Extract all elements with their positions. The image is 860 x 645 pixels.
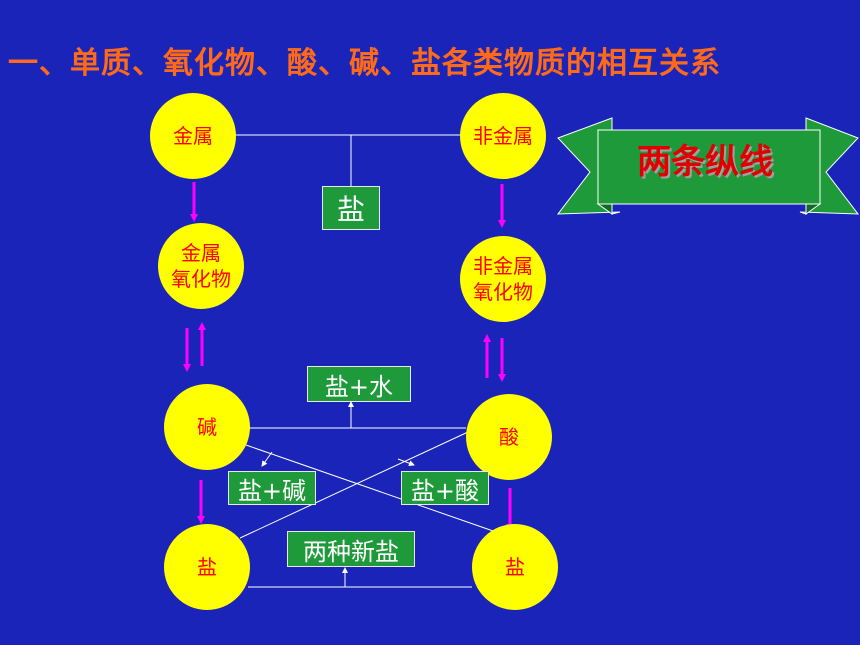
line-base-to-right-salt xyxy=(245,444,497,533)
page-title: 一、单质、氧化物、酸、碱、盐各类物质的相互关系 xyxy=(8,46,721,81)
node-base: 碱 xyxy=(164,384,250,470)
ribbon-banner xyxy=(556,117,860,215)
arrow-to-salt-acid xyxy=(397,458,415,467)
ribbon-label: 两条纵线 xyxy=(637,142,773,182)
box-salt-top: 盐 xyxy=(322,186,380,230)
arrow-to-salt-base xyxy=(261,451,273,467)
node-metal-oxide: 金属 氧化物 xyxy=(158,223,244,309)
node-salt-right: 盐 xyxy=(472,524,558,610)
node-salt-left: 盐 xyxy=(164,524,250,610)
node-acid: 酸 xyxy=(466,394,552,480)
line-acid-to-left-salt xyxy=(239,431,469,539)
node-nonmetal: 非金属 xyxy=(460,93,546,179)
node-metal: 金属 xyxy=(150,93,236,179)
box-salt-water: 盐+水 xyxy=(307,366,411,402)
box-two-new-salts: 两种新盐 xyxy=(287,531,415,567)
box-salt-acid: 盐+酸 xyxy=(401,471,489,505)
box-salt-base: 盐+碱 xyxy=(228,471,316,505)
node-nonmetal-oxide: 非金属 氧化物 xyxy=(460,236,546,322)
